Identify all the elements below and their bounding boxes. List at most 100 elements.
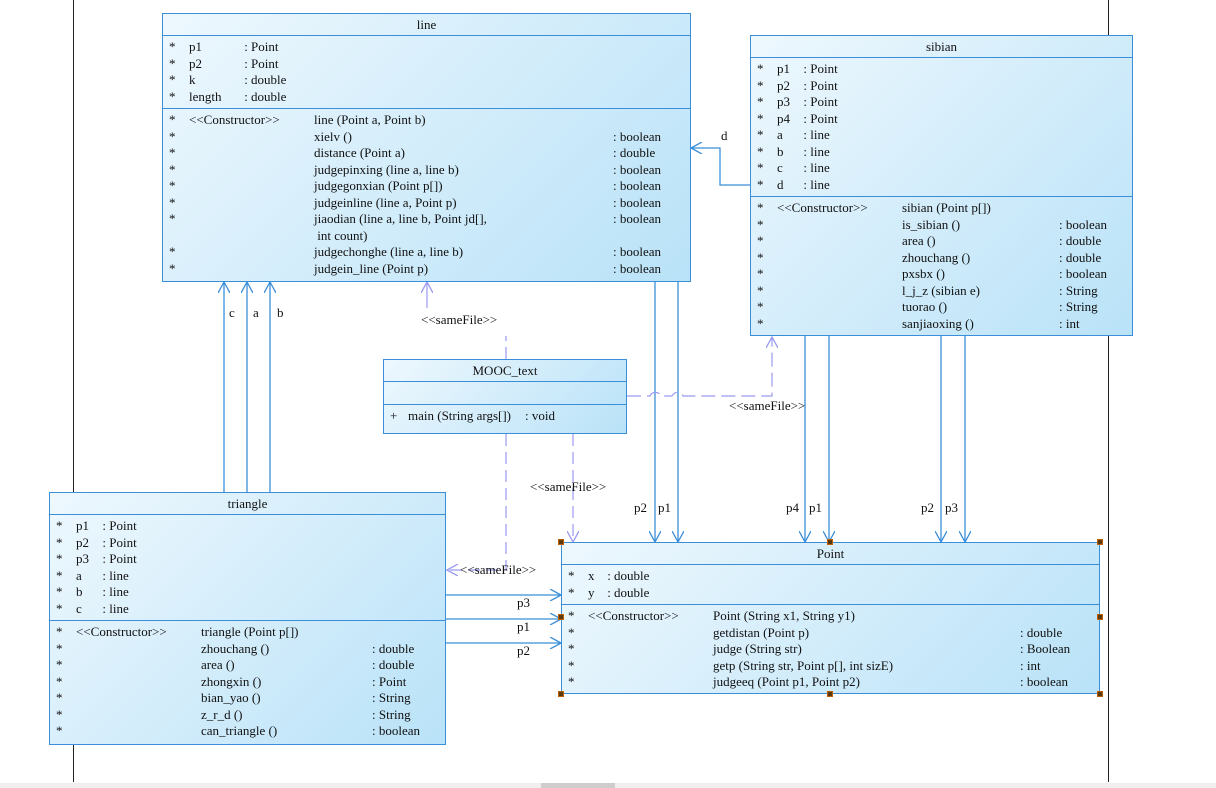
class-sibian[interactable]: sibian*p1: Point*p2: Point*p3: Point*p4:… bbox=[750, 35, 1133, 336]
attribute-row[interactable]: *y: double bbox=[568, 585, 1099, 602]
method-row[interactable]: *<<Constructor>>line (Point a, Point b) bbox=[169, 112, 690, 129]
method-signature: zhongxin () bbox=[201, 673, 262, 689]
method-row[interactable]: *judgegonxian (Point p[]): boolean bbox=[169, 178, 690, 195]
method-row[interactable]: *area (): double bbox=[56, 657, 445, 674]
attribute-row[interactable]: *p1: Point bbox=[757, 61, 1132, 78]
class-line[interactable]: line*p1: Point*p2: Point*k: double*lengt… bbox=[162, 13, 691, 282]
attribute-row[interactable]: *k: double bbox=[169, 72, 690, 89]
class-mooc-text[interactable]: MOOC_text+main (String args[]): void bbox=[383, 359, 627, 434]
attribute-row[interactable]: *p1: Point bbox=[169, 39, 690, 56]
attribute-row[interactable]: *length: double bbox=[169, 89, 690, 106]
stereotype bbox=[777, 217, 902, 234]
visibility-marker: * bbox=[757, 143, 764, 159]
attribute-row[interactable]: *p3: Point bbox=[56, 551, 445, 568]
method-row[interactable]: *jiaodian (line a, line b, Point jd[],: … bbox=[169, 211, 690, 228]
visibility-marker: * bbox=[169, 112, 176, 127]
attribute-row[interactable]: *x: double bbox=[568, 568, 1099, 585]
method-row[interactable]: *<<Constructor>>triangle (Point p[]) bbox=[56, 624, 445, 641]
method-return-type: : String bbox=[1059, 299, 1098, 314]
dep-mooc-triangle[interactable] bbox=[447, 434, 507, 570]
method-signature: area () bbox=[201, 657, 235, 672]
attribute-name: p1 bbox=[189, 39, 202, 54]
method-row[interactable]: *getdistan (Point p): double bbox=[568, 625, 1099, 642]
attribute-row[interactable]: *p2: Point bbox=[56, 535, 445, 552]
resize-handle-sw[interactable] bbox=[558, 691, 564, 697]
method-row[interactable]: *judgepinxing (line a, line b): boolean bbox=[169, 162, 690, 179]
attributes-section: *x: double*y: double bbox=[562, 565, 1099, 605]
method-row[interactable]: *zhouchang (): double bbox=[56, 641, 445, 658]
attribute-row[interactable]: *p2: Point bbox=[169, 56, 690, 73]
attribute-name: p1 bbox=[76, 518, 89, 533]
method-row[interactable]: *distance (Point a): double bbox=[169, 145, 690, 162]
method-row[interactable]: *<<Constructor>>Point (String x1, String… bbox=[568, 608, 1099, 625]
method-row[interactable]: *area (): double bbox=[757, 233, 1132, 250]
dep-mooc-sibian[interactable] bbox=[627, 337, 772, 397]
method-row[interactable]: *judge (String str): Boolean bbox=[568, 641, 1099, 658]
attribute-name: p2 bbox=[189, 55, 202, 71]
method-row[interactable]: *<<Constructor>>sibian (Point p[]) bbox=[757, 200, 1132, 217]
assoc-sibian-line-d[interactable] bbox=[691, 148, 750, 186]
method-signature: judge (String str) bbox=[713, 641, 802, 656]
stereotype bbox=[189, 145, 314, 162]
label-line-point-p1: p1 bbox=[658, 500, 671, 515]
method-row[interactable]: *getp (String str, Point p[], int sizE):… bbox=[568, 658, 1099, 675]
method-signature: getp (String str, Point p[], int sizE) bbox=[713, 657, 894, 673]
method-row[interactable]: *zhongxin (): Point bbox=[56, 674, 445, 691]
method-return-type: : double bbox=[613, 145, 656, 160]
label-samefile-line: <<sameFile>> bbox=[421, 312, 498, 327]
attribute-type: : Point bbox=[102, 551, 137, 566]
method-row[interactable]: *bian_yao (): String bbox=[56, 690, 445, 707]
attribute-row[interactable]: *c: line bbox=[757, 160, 1132, 177]
method-row[interactable]: *is_sibian (): boolean bbox=[757, 217, 1132, 234]
attribute-row[interactable]: *a: line bbox=[56, 568, 445, 585]
method-row[interactable]: *l_j_z (sibian e): String bbox=[757, 283, 1132, 300]
method-signature: main (String args[]) bbox=[408, 408, 512, 423]
attribute-row[interactable]: *d: line bbox=[757, 177, 1132, 194]
horizontal-scrollbar-thumb[interactable] bbox=[541, 783, 615, 788]
method-row[interactable]: *xielv (): boolean bbox=[169, 129, 690, 146]
method-row[interactable]: +main (String args[]): void bbox=[390, 408, 626, 425]
method-row[interactable]: int count) bbox=[169, 228, 690, 245]
method-signature: tuorao () bbox=[902, 299, 948, 314]
resize-handle-nw[interactable] bbox=[558, 539, 564, 545]
visibility-marker: * bbox=[169, 211, 176, 226]
resize-handle-s[interactable] bbox=[827, 691, 833, 697]
attribute-row[interactable]: *p1: Point bbox=[56, 518, 445, 535]
method-row[interactable]: *can_triangle (): boolean bbox=[56, 723, 445, 740]
visibility-marker: * bbox=[56, 600, 63, 616]
resize-handle-ne[interactable] bbox=[1097, 539, 1103, 545]
method-signature: judgepinxing (line a, line b) bbox=[314, 161, 459, 177]
resize-handle-e[interactable] bbox=[1097, 614, 1103, 620]
method-row[interactable]: *tuorao (): String bbox=[757, 299, 1132, 316]
attribute-name: c bbox=[76, 600, 82, 616]
method-row[interactable]: *sanjiaoxing (): int bbox=[757, 316, 1132, 333]
class-point[interactable]: Point*x: double*y: double*<<Constructor>… bbox=[561, 542, 1100, 694]
label-sibian-point-p3: p3 bbox=[945, 500, 958, 515]
method-row[interactable]: *zhouchang (): double bbox=[757, 250, 1132, 267]
attribute-row[interactable]: *p4: Point bbox=[757, 111, 1132, 128]
resize-handle-w[interactable] bbox=[558, 614, 564, 620]
page-left-border bbox=[73, 0, 74, 782]
method-row[interactable]: *judgechonghe (line a, line b): boolean bbox=[169, 244, 690, 261]
method-signature: int count) bbox=[314, 227, 368, 243]
class-name: triangle bbox=[50, 493, 445, 515]
method-signature: area () bbox=[902, 233, 936, 248]
attribute-row[interactable]: *a: line bbox=[757, 127, 1132, 144]
resize-handle-n[interactable] bbox=[827, 539, 833, 545]
method-row[interactable]: *judgein_line (Point p): boolean bbox=[169, 261, 690, 278]
method-row[interactable]: *judgeeq (Point p1, Point p2): boolean bbox=[568, 674, 1099, 691]
attribute-row[interactable]: *b: line bbox=[56, 584, 445, 601]
attribute-row[interactable]: *b: line bbox=[757, 144, 1132, 161]
resize-handle-se[interactable] bbox=[1097, 691, 1103, 697]
visibility-marker: * bbox=[757, 176, 764, 192]
attribute-row[interactable]: *c: line bbox=[56, 601, 445, 618]
method-return-type: : String bbox=[1059, 282, 1098, 298]
method-row[interactable]: *z_r_d (): String bbox=[56, 707, 445, 724]
label-samefile-sibian: <<sameFile>> bbox=[729, 398, 806, 413]
method-row[interactable]: *pxsbx (): boolean bbox=[757, 266, 1132, 283]
method-row[interactable]: *judgeinline (line a, Point p): boolean bbox=[169, 195, 690, 212]
class-triangle[interactable]: triangle*p1: Point*p2: Point*p3: Point*a… bbox=[49, 492, 446, 745]
attribute-row[interactable]: *p3: Point bbox=[757, 94, 1132, 111]
stereotype bbox=[189, 228, 314, 245]
attribute-row[interactable]: *p2: Point bbox=[757, 78, 1132, 95]
